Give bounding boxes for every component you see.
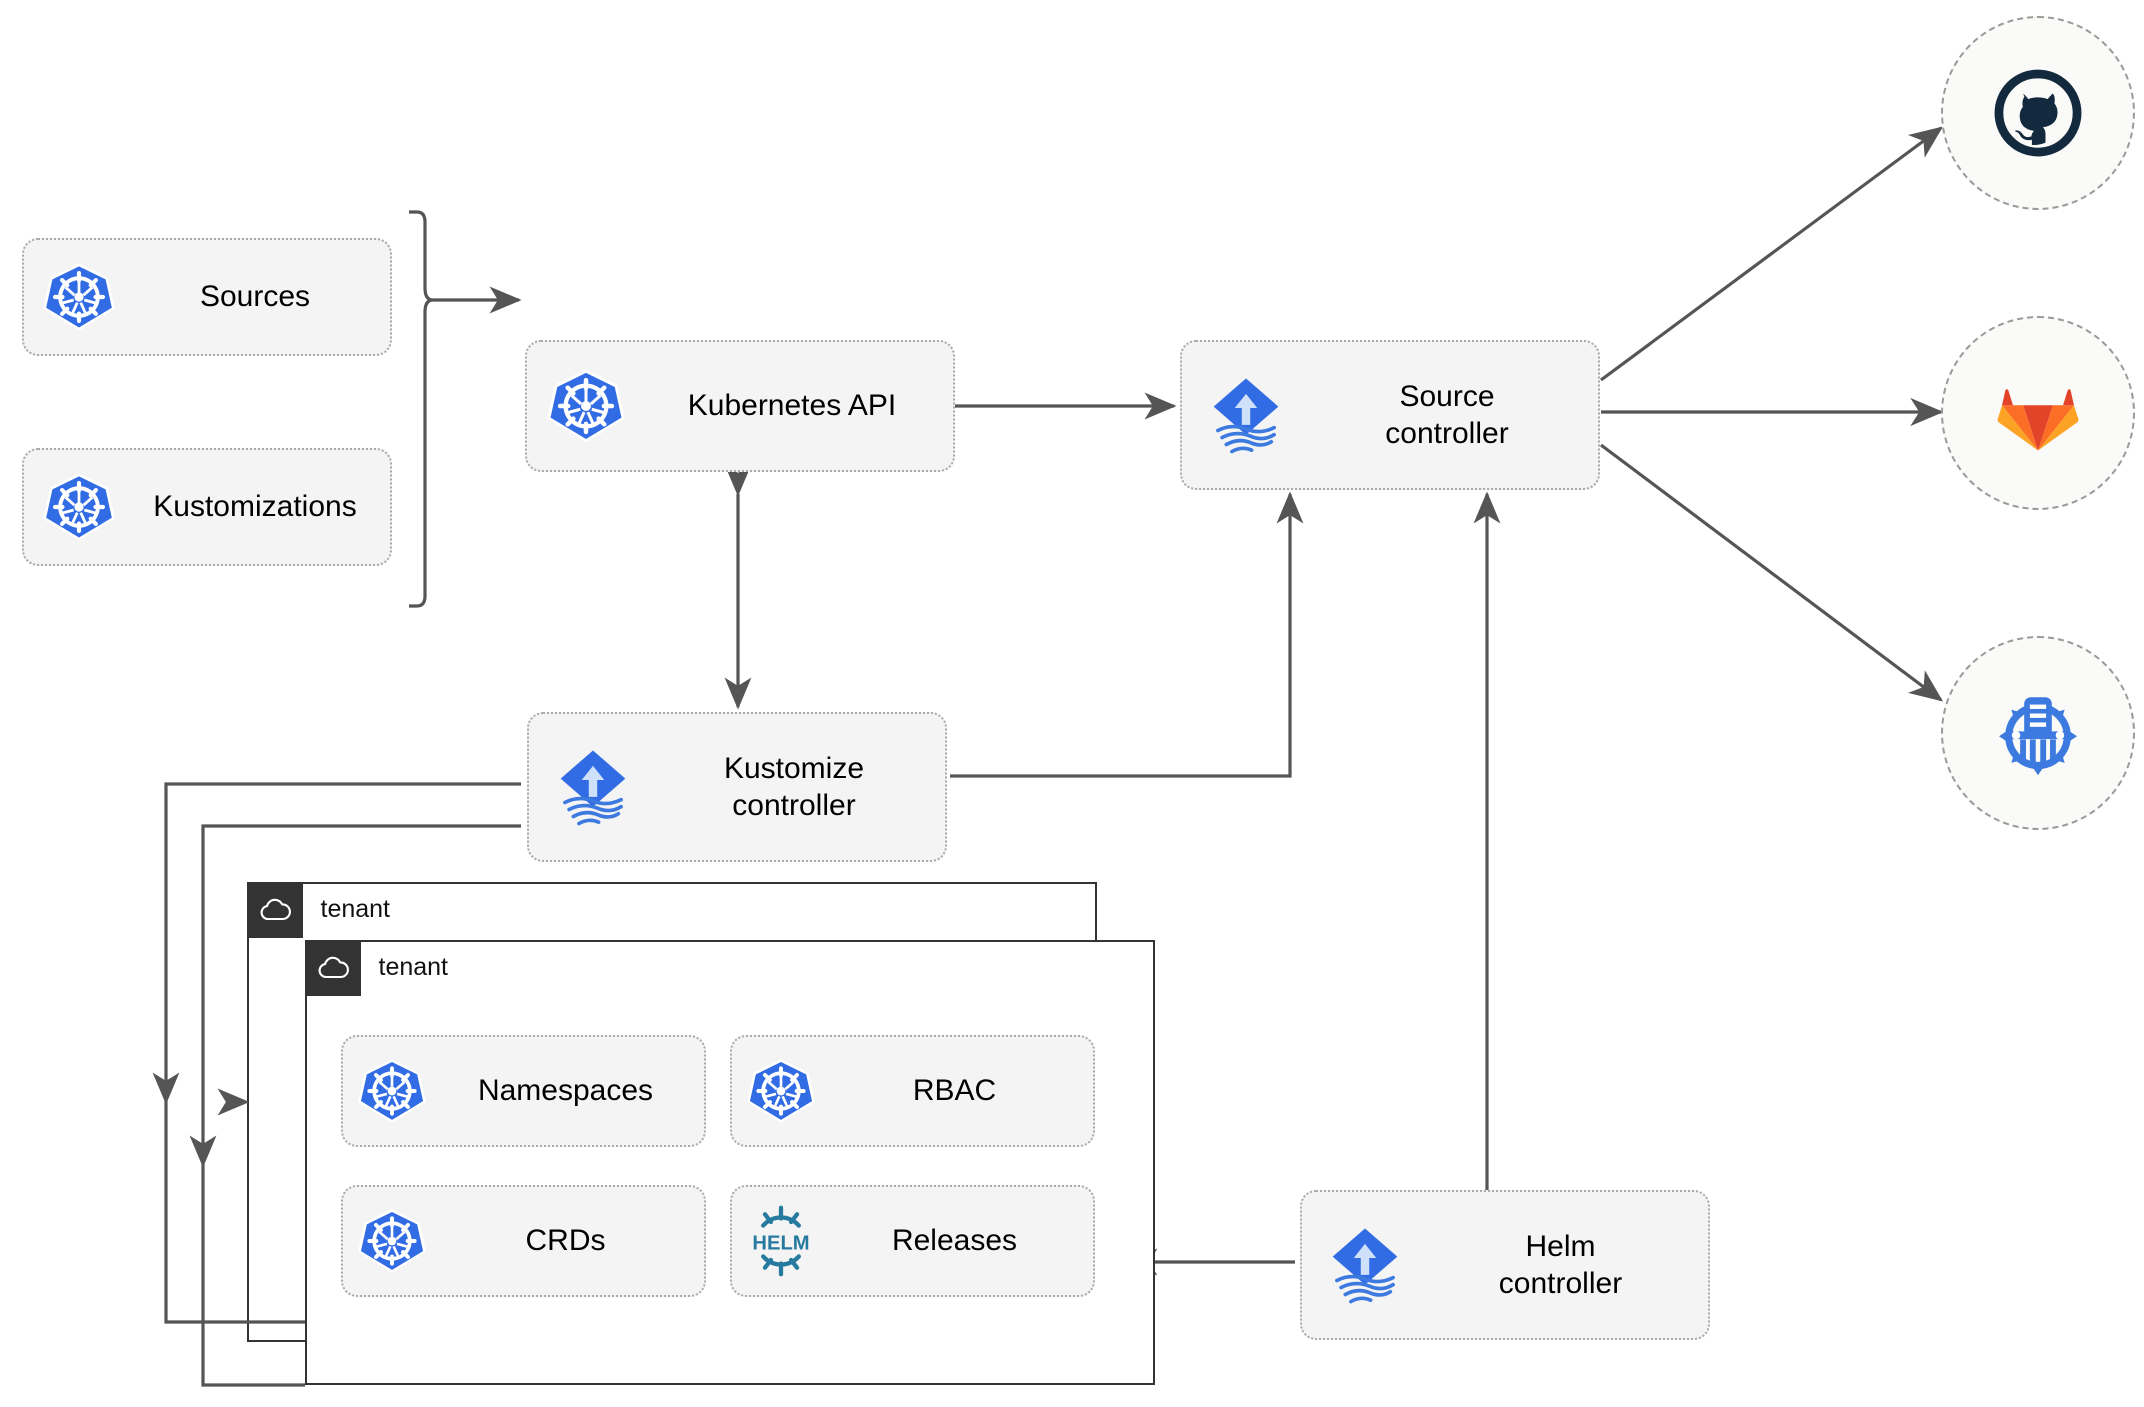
- tenant-label: tenant: [320, 895, 391, 923]
- tenant-header: tenant: [246, 881, 391, 938]
- tenant-container-front[interactable]: tenant: [304, 939, 1155, 1385]
- node-label: Kustomizations: [153, 490, 357, 524]
- kubernetes-icon: [24, 470, 134, 544]
- provider-github[interactable]: [1941, 16, 2135, 210]
- gitlab-icon: [1997, 389, 2079, 451]
- resource-label: RBAC: [912, 1074, 997, 1108]
- provider-gitlab[interactable]: [1941, 316, 2135, 510]
- resource-label: Namespaces: [477, 1074, 654, 1108]
- resource-label: CRDs: [525, 1224, 606, 1258]
- provider-bucket[interactable]: [1941, 636, 2135, 830]
- helm-icon: HELM: [732, 1203, 830, 1279]
- node-kustomizations[interactable]: Kustomizations: [22, 448, 392, 566]
- kubernetes-icon: [527, 366, 645, 446]
- resource-label: Releases: [891, 1224, 1018, 1258]
- resource-namespaces[interactable]: Namespaces: [341, 1035, 706, 1147]
- cloud-icon: [246, 881, 303, 938]
- tenant-header: tenant: [304, 939, 449, 996]
- svg-text:HELM: HELM: [752, 1232, 809, 1254]
- flux-icon: [529, 742, 657, 832]
- github-icon: [1994, 69, 2082, 157]
- tenant-label: tenant: [378, 953, 449, 981]
- node-kubernetes-api[interactable]: Kubernetes API: [525, 340, 955, 472]
- kubernetes-icon: [24, 260, 134, 334]
- node-kustomize-controller[interactable]: Kustomize controller: [527, 712, 947, 862]
- node-label: Sources: [199, 280, 311, 314]
- resource-rbac[interactable]: RBAC: [730, 1035, 1095, 1147]
- node-label: Kustomize controller: [723, 751, 865, 823]
- flux-icon: [1182, 370, 1310, 460]
- node-sources[interactable]: Sources: [22, 238, 392, 356]
- kubernetes-icon: [732, 1056, 830, 1126]
- resource-releases[interactable]: HELM Releases: [730, 1185, 1095, 1297]
- cloud-icon: [304, 939, 361, 996]
- resource-crds[interactable]: CRDs: [341, 1185, 706, 1297]
- node-label: Helm controller: [1498, 1229, 1623, 1301]
- kubernetes-icon: [343, 1056, 441, 1126]
- node-label: Source controller: [1385, 379, 1509, 451]
- flux-icon: [1302, 1220, 1427, 1310]
- node-label: Kubernetes API: [687, 389, 897, 423]
- kubernetes-icon: [343, 1206, 441, 1276]
- node-helm-controller[interactable]: Helm controller: [1300, 1190, 1710, 1340]
- node-source-controller[interactable]: Source controller: [1180, 340, 1600, 490]
- bucket-icon: [1999, 697, 2077, 776]
